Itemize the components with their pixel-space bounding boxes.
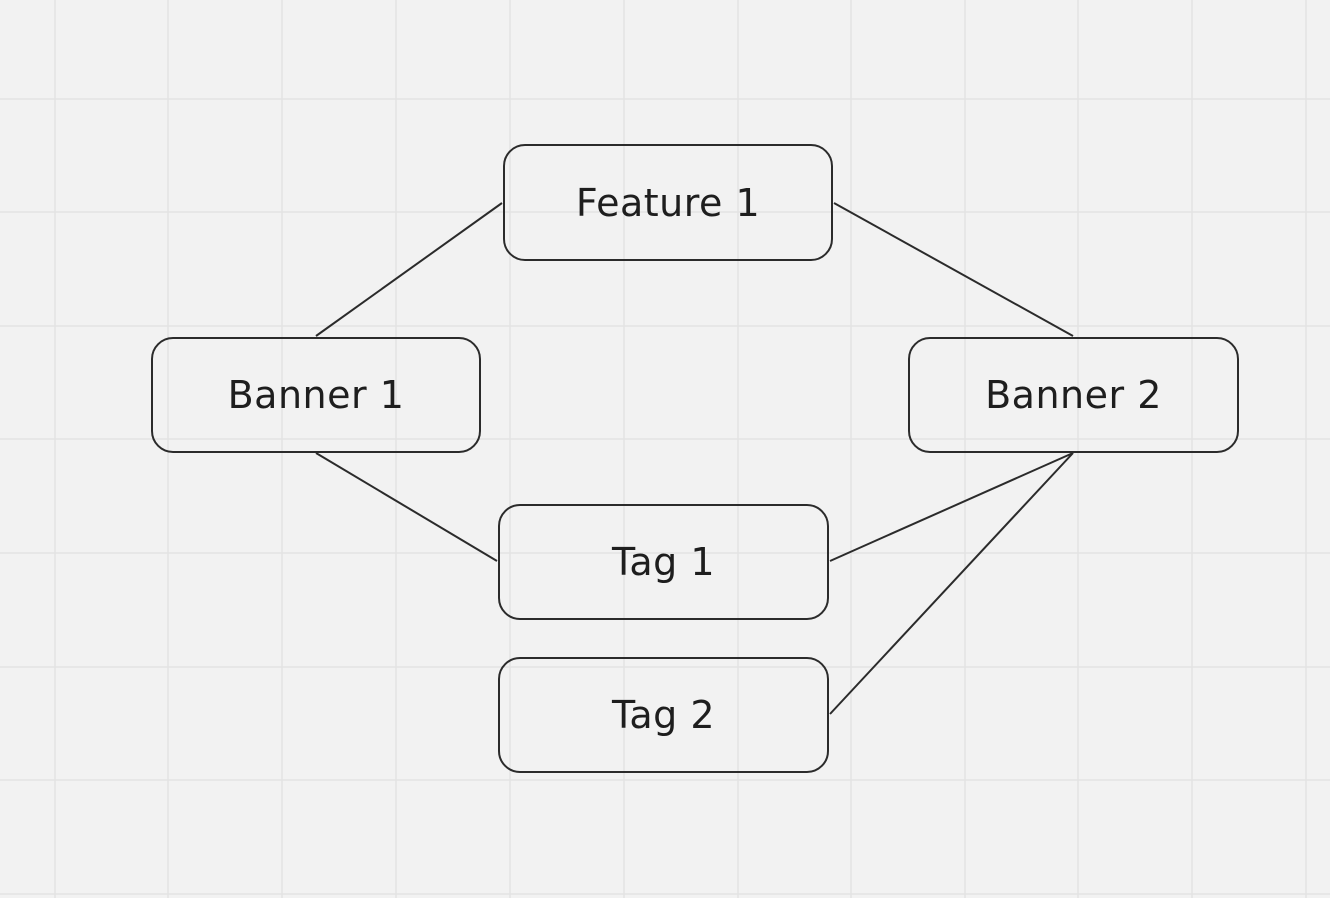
connector-banner2-tag2[interactable] [829, 452, 1074, 715]
banner-2-node[interactable]: Banner 2 [908, 337, 1239, 453]
banner-2-label: Banner 2 [985, 373, 1162, 417]
tag-2-label: Tag 2 [611, 693, 716, 737]
connector-feature1-banner2[interactable] [833, 202, 1074, 337]
banner-1-label: Banner 1 [227, 373, 405, 417]
feature-1-node[interactable]: Feature 1 [503, 144, 833, 261]
connector-feature1-banner1[interactable] [315, 202, 503, 337]
banner-1-node[interactable]: Banner 1 [151, 337, 481, 453]
feature-1-label: Feature 1 [575, 180, 761, 225]
tag-1-node[interactable]: Tag 1 [498, 504, 829, 620]
connector-banner1-tag1[interactable] [315, 452, 498, 562]
tag-2-node[interactable]: Tag 2 [498, 657, 829, 773]
connector-banner2-tag1[interactable] [829, 452, 1074, 562]
tag-1-label: Tag 1 [611, 540, 716, 584]
